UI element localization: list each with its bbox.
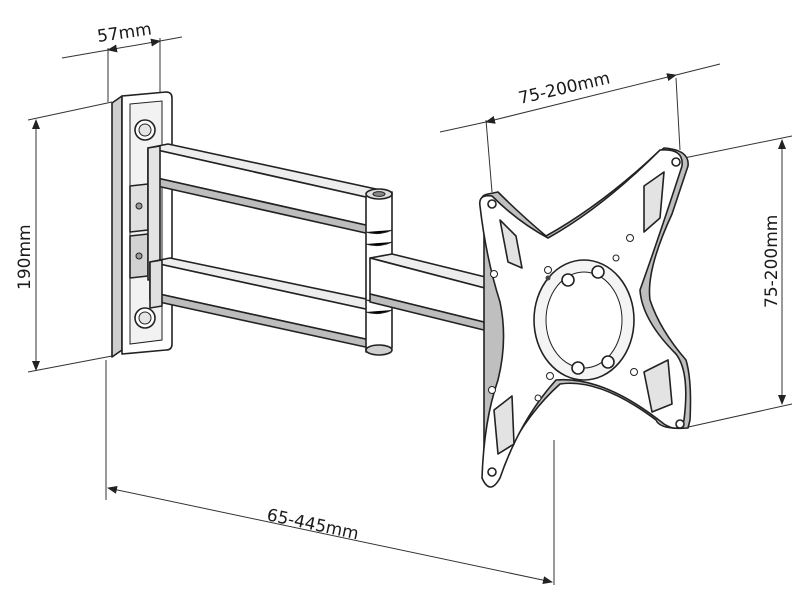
dim-vesa-vertical: 75-200mm [683,135,793,429]
dim-label-arm-extension: 65-445mm [265,505,360,544]
ext-line [683,135,793,159]
dim-line [107,38,161,53]
mount-slot [643,359,673,413]
mount-slot [643,171,665,233]
dim-label-190mm: 190mm [15,224,35,290]
corner-hole [675,419,685,429]
mount-slot [499,219,523,269]
corner-hole [487,199,497,209]
mount-slot [493,395,515,455]
ext-line [683,403,793,429]
corner-hole [487,467,497,477]
leader-line [439,121,487,133]
corner-hole [671,157,681,167]
vesa-hole [561,273,575,287]
vesa-plate [478,147,692,488]
ext-line [27,101,113,121]
dim-label-57mm: 57mm [96,20,153,47]
vesa-hole [591,265,605,279]
ext-line [27,355,113,373]
wall-plate [111,91,173,358]
dim-190mm: 190mm [15,101,113,373]
dim-line [107,485,553,585]
vesa-hole [571,361,585,375]
ext-line [675,77,681,151]
leader-line [159,36,183,42]
vesa-hole [601,355,615,369]
ext-line [485,119,493,193]
dim-line [485,73,677,124]
dim-57mm: 57mm [61,20,183,102]
leader-line [61,49,109,59]
dim-label-vesa-vertical: 75-200mm [762,215,782,308]
lower-arm [149,257,391,349]
leader-line [675,63,721,76]
upper-arm [147,143,391,281]
